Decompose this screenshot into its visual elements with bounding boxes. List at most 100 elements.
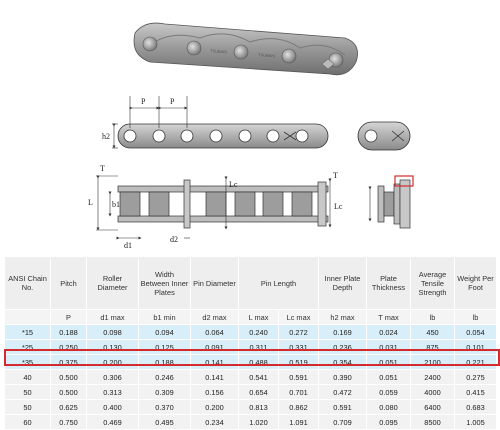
table-cell: 0.098 (86, 324, 139, 340)
chain-diagram: TSUBAKI TSUBAKI P P h2 (88, 22, 414, 250)
table-cell: 0.234 (190, 414, 239, 430)
unit-cell: Lc max (278, 309, 319, 325)
table-cell: 0.591 (318, 399, 367, 415)
table-cell: 0.591 (278, 369, 319, 385)
header-plate-thickness: Plate Thickness (366, 256, 411, 310)
chain-top-view (117, 179, 411, 229)
table-cell: 0.500 (50, 384, 87, 400)
header-pin-diameter: Pin Diameter (190, 256, 239, 310)
plate-depth-label: h2 (102, 132, 110, 141)
table-cell: 0.221 (454, 354, 497, 370)
chain-number-cell: 50 (4, 384, 51, 400)
chain-number-cell: *15 (4, 324, 51, 340)
chain-number-cell: 50 (4, 399, 51, 415)
table-cell: 0.488 (238, 354, 279, 370)
header-plate-depth: Inner Plate Depth (318, 256, 367, 310)
table-cell: 0.311 (238, 339, 279, 355)
table-cell: 0.541 (238, 369, 279, 385)
unit-cell: b1 min (138, 309, 191, 325)
table-cell: 0.709 (318, 414, 367, 430)
unit-cell: h2 max (318, 309, 367, 325)
table-cell: 0.750 (50, 414, 87, 430)
chain-number-cell: 40 (4, 369, 51, 385)
table-cell: 0.156 (190, 384, 239, 400)
plate-marking: TSUBAKI (210, 48, 227, 54)
table-cell: 0.169 (318, 324, 367, 340)
unit-cell: d2 max (190, 309, 239, 325)
chain-number-cell: 60 (4, 414, 51, 430)
table-cell: 0.188 (138, 354, 191, 370)
unit-cell (4, 309, 51, 325)
table-cell: 0.354 (318, 354, 367, 370)
side-width-label: T (333, 171, 338, 180)
table-cell: 4000 (410, 384, 455, 400)
table-cell: 1.020 (238, 414, 279, 430)
table-cell: 0.051 (366, 369, 411, 385)
table-cell: 0.375 (50, 354, 87, 370)
table-cell: 0.625 (50, 399, 87, 415)
table-cell: 0.125 (138, 339, 191, 355)
table-cell: 0.415 (454, 384, 497, 400)
pitch-label: P (170, 97, 175, 106)
table-cell: 0.390 (318, 369, 367, 385)
length-lc-label: Lc (229, 180, 238, 189)
roller-diameter-label: d1 (124, 241, 132, 250)
header-roller-diameter: Roller Diameter (86, 256, 139, 310)
table-cell: 0.024 (366, 324, 411, 340)
inner-width-label: b1 (112, 200, 120, 209)
unit-cell: L max (238, 309, 279, 325)
table-cell: 0.095 (366, 414, 411, 430)
header-pin-length: Pin Length (238, 256, 319, 310)
width-label: T (100, 164, 105, 173)
table-cell: 0.246 (138, 369, 191, 385)
table-cell: 0.031 (366, 339, 411, 355)
units-row: P d1 max b1 min d2 max L max Lc max h2 m… (4, 309, 497, 325)
table-cell: 0.313 (86, 384, 139, 400)
table-cell: 0.683 (454, 399, 497, 415)
table-cell: 0.701 (278, 384, 319, 400)
table-cell: 0.188 (50, 324, 87, 340)
table-cell: 0.141 (190, 369, 239, 385)
chain-number-cell: *25 (4, 339, 51, 355)
table-cell: 8500 (410, 414, 455, 430)
table-cell: 0.236 (318, 339, 367, 355)
unit-cell: T max (366, 309, 411, 325)
table-cell: 0.141 (190, 354, 239, 370)
table-cell: 0.472 (318, 384, 367, 400)
table-cell: 2100 (410, 354, 455, 370)
table-cell: 0.370 (138, 399, 191, 415)
chain-number-cell: *35 (4, 354, 51, 370)
unit-cell: lb (454, 309, 497, 325)
chain-spec-table: ANSI Chain No. Pitch Roller Diameter Wid… (4, 256, 497, 430)
table-cell: 0.469 (86, 414, 139, 430)
table-cell: 6400 (410, 399, 455, 415)
table-cell: 1.005 (454, 414, 497, 430)
header-weight: Weight Per Foot (454, 256, 497, 310)
table-cell: 0.200 (86, 354, 139, 370)
table-cell: 0.091 (190, 339, 239, 355)
table-cell: 0.080 (366, 399, 411, 415)
unit-cell: lb (410, 309, 455, 325)
unit-cell: d1 max (86, 309, 139, 325)
table-cell: 0.064 (190, 324, 239, 340)
header-chain-no: ANSI Chain No. (4, 256, 51, 310)
pitch-dimensions (112, 96, 188, 149)
chain-photo: TSUBAKI TSUBAKI (133, 22, 358, 76)
table-cell: 0.331 (278, 339, 319, 355)
pin-diameter-label: d2 (170, 235, 178, 244)
table-cell: 2400 (410, 369, 455, 385)
table-cell: 0.500 (50, 369, 87, 385)
table-cell: 875 (410, 339, 455, 355)
table-cell: 0.240 (238, 324, 279, 340)
side-lc-label: Lc (334, 202, 343, 211)
table-cell: 1.091 (278, 414, 319, 430)
table-cell: 0.094 (138, 324, 191, 340)
header-pitch: Pitch (50, 256, 87, 310)
table-cell: 0.654 (238, 384, 279, 400)
